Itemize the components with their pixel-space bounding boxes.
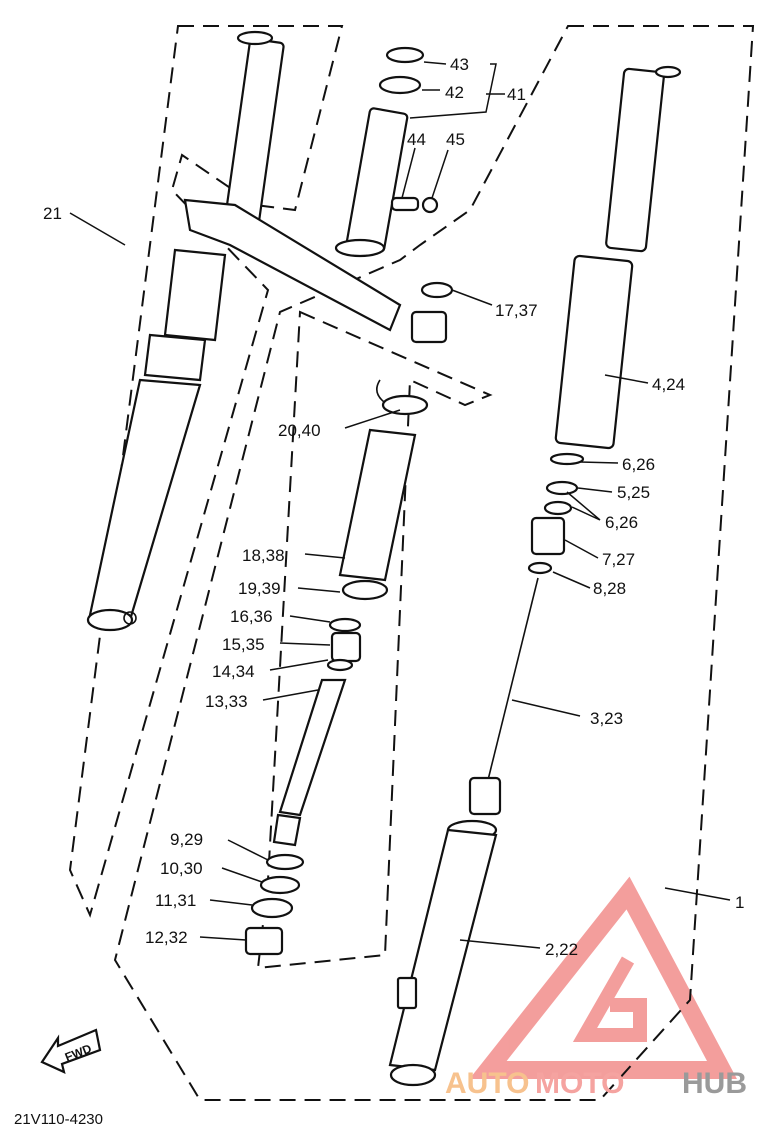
right-fork-parts [388,65,682,1087]
assembly-outlines [68,25,755,1101]
callout-13-33: 13,33 [205,692,248,711]
callout-20-40: 20,40 [278,421,321,440]
watermark-text: AUTO MOTO HUB [445,1067,747,1100]
watermark-auto: AUTO [445,1067,529,1100]
leader-lines [69,61,731,949]
callout-5-25: 5,25 [617,483,650,502]
callout-41: 41 [507,85,526,104]
callout-45: 45 [446,130,465,149]
callout-6-26-top: 6,26 [622,455,655,474]
steering-stem [334,46,454,344]
fork-assembly-21 [86,30,402,632]
callout-15-35: 15,35 [222,635,265,654]
drawing-code: 21V110-4230 [14,1111,103,1128]
callout-10-30: 10,30 [160,859,203,878]
callout-12-32: 12,32 [145,928,188,947]
callout-1: 1 [735,893,744,912]
callout-43: 43 [450,55,469,74]
callout-9-29: 9,29 [170,830,203,849]
damper-parts [244,379,429,956]
callout-18-38: 18,38 [242,546,285,565]
watermark-hub: HUB [682,1067,747,1100]
callout-2-22: 2,22 [545,940,578,959]
callout-4-24: 4,24 [652,375,685,394]
callout-14-34: 14,34 [212,662,255,681]
callout-7-27: 7,27 [602,550,635,569]
callout-44: 44 [407,130,426,149]
callout-17-37: 17,37 [495,301,538,320]
callout-16-36: 16,36 [230,607,273,626]
callout-42: 42 [445,83,464,102]
watermark-moto: MOTO [535,1067,624,1100]
forward-arrow: FWD [40,1028,102,1074]
callout-19-39: 19,39 [238,579,281,598]
callout-11-31: 11,31 [155,891,196,910]
callout-8-28: 8,28 [593,579,626,598]
callout-labels: 43 42 41 44 45 21 17,37 4,24 20,40 6,26 … [43,55,744,959]
watermark-logo [469,876,737,1079]
callout-3-23: 3,23 [590,709,623,728]
callout-6-26-bottom: 6,26 [605,513,638,532]
callout-21: 21 [43,204,62,223]
